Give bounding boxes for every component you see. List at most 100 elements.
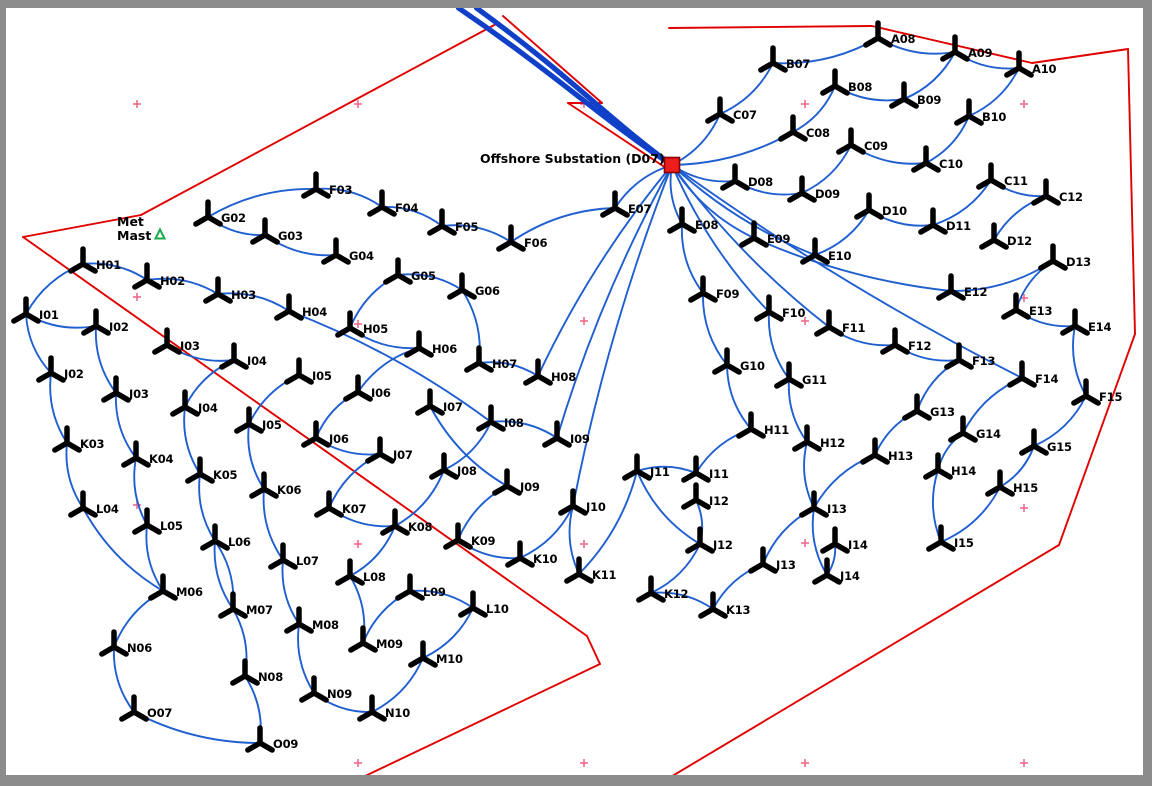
turbine-K12[interactable] — [636, 575, 666, 603]
turbine-C07[interactable] — [705, 96, 735, 124]
offshore-substation-marker[interactable] — [663, 156, 681, 174]
turbine-H13[interactable] — [860, 437, 890, 465]
turbine-J06[interactable] — [301, 420, 331, 448]
turbine-F12[interactable] — [880, 327, 910, 355]
turbine-G14[interactable] — [948, 415, 978, 443]
met-mast-marker[interactable] — [153, 227, 167, 240]
turbine-I14[interactable] — [820, 526, 850, 554]
turbine-K08[interactable] — [380, 508, 410, 536]
turbine-K09[interactable] — [443, 522, 473, 550]
turbine-I06[interactable] — [343, 374, 373, 402]
turbine-I04[interactable] — [219, 342, 249, 370]
turbine-B10[interactable] — [954, 98, 984, 126]
turbine-E14[interactable] — [1060, 308, 1090, 336]
turbine-O09[interactable] — [245, 725, 275, 753]
turbine-F10[interactable] — [754, 294, 784, 322]
turbine-D13[interactable] — [1038, 243, 1068, 271]
turbine-H04[interactable] — [274, 293, 304, 321]
turbine-J08[interactable] — [429, 452, 459, 480]
turbine-H14[interactable] — [923, 452, 953, 480]
turbine-E13[interactable] — [1001, 292, 1031, 320]
turbine-I05[interactable] — [284, 357, 314, 385]
turbine-F04[interactable] — [367, 189, 397, 217]
turbine-F11[interactable] — [814, 309, 844, 337]
turbine-C12[interactable] — [1031, 178, 1061, 206]
turbine-E12[interactable] — [936, 273, 966, 301]
turbine-B08[interactable] — [820, 68, 850, 96]
turbine-J11[interactable] — [622, 453, 652, 481]
turbine-H01[interactable] — [68, 246, 98, 274]
turbine-F15[interactable] — [1071, 378, 1101, 406]
turbine-M06[interactable] — [148, 573, 178, 601]
turbine-M09[interactable] — [348, 625, 378, 653]
turbine-N06[interactable] — [99, 629, 129, 657]
turbine-J04[interactable] — [170, 389, 200, 417]
turbine-D12[interactable] — [979, 222, 1009, 250]
turbine-F14[interactable] — [1007, 360, 1037, 388]
turbine-E07[interactable] — [600, 190, 630, 218]
turbine-H05[interactable] — [335, 310, 365, 338]
turbine-I07[interactable] — [415, 388, 445, 416]
turbine-B09[interactable] — [889, 81, 919, 109]
turbine-I11[interactable] — [681, 455, 711, 483]
turbine-B07[interactable] — [758, 45, 788, 73]
turbine-J02[interactable] — [36, 355, 66, 383]
turbine-J09[interactable] — [492, 468, 522, 496]
turbine-L06[interactable] — [200, 523, 230, 551]
turbine-H03[interactable] — [203, 276, 233, 304]
turbine-H15[interactable] — [985, 469, 1015, 497]
turbine-L07[interactable] — [268, 542, 298, 570]
turbine-H11[interactable] — [736, 411, 766, 439]
turbine-H08[interactable] — [523, 358, 553, 386]
turbine-G06[interactable] — [447, 272, 477, 300]
turbine-J14[interactable] — [812, 557, 842, 585]
turbine-J07[interactable] — [365, 436, 395, 464]
turbine-I03[interactable] — [152, 327, 182, 355]
turbine-symbols[interactable] — [11, 20, 1101, 753]
turbine-I15[interactable] — [926, 524, 956, 552]
turbine-D08[interactable] — [720, 163, 750, 191]
turbine-H06[interactable] — [404, 330, 434, 358]
turbine-K05[interactable] — [185, 456, 215, 484]
turbine-A08[interactable] — [863, 20, 893, 48]
turbine-J05[interactable] — [234, 406, 264, 434]
turbine-C11[interactable] — [976, 162, 1006, 190]
turbine-G13[interactable] — [902, 393, 932, 421]
turbine-D11[interactable] — [918, 207, 948, 235]
turbine-F06[interactable] — [496, 224, 526, 252]
turbine-D10[interactable] — [854, 192, 884, 220]
turbine-E08[interactable] — [667, 206, 697, 234]
turbine-A09[interactable] — [940, 34, 970, 62]
turbine-I12[interactable] — [681, 482, 711, 510]
turbine-F13[interactable] — [944, 342, 974, 370]
turbine-D09[interactable] — [787, 175, 817, 203]
turbine-L08[interactable] — [335, 558, 365, 586]
turbine-N09[interactable] — [299, 675, 329, 703]
turbine-J03[interactable] — [101, 375, 131, 403]
met-mast-icon[interactable] — [153, 227, 167, 240]
turbine-M08[interactable] — [284, 606, 314, 634]
turbine-E09[interactable] — [739, 220, 769, 248]
turbine-K10[interactable] — [505, 540, 535, 568]
turbine-G15[interactable] — [1019, 428, 1049, 456]
turbine-I02[interactable] — [81, 308, 111, 336]
turbine-H02[interactable] — [132, 262, 162, 290]
turbine-M10[interactable] — [408, 640, 438, 668]
turbine-I08[interactable] — [476, 404, 506, 432]
turbine-L04[interactable] — [68, 490, 98, 518]
turbine-L10[interactable] — [458, 590, 488, 618]
turbine-F09[interactable] — [688, 275, 718, 303]
turbine-N10[interactable] — [357, 694, 387, 722]
turbine-C08[interactable] — [778, 114, 808, 142]
turbine-G05[interactable] — [383, 257, 413, 285]
turbine-K13[interactable] — [698, 591, 728, 619]
turbine-G10[interactable] — [712, 347, 742, 375]
turbine-H12[interactable] — [792, 424, 822, 452]
turbine-I09[interactable] — [542, 420, 572, 448]
turbine-G04[interactable] — [321, 237, 351, 265]
turbine-H07[interactable] — [464, 345, 494, 373]
turbine-I13[interactable] — [799, 490, 829, 518]
turbine-G02[interactable] — [193, 199, 223, 227]
turbine-C10[interactable] — [911, 145, 941, 173]
turbine-K11[interactable] — [564, 556, 594, 584]
